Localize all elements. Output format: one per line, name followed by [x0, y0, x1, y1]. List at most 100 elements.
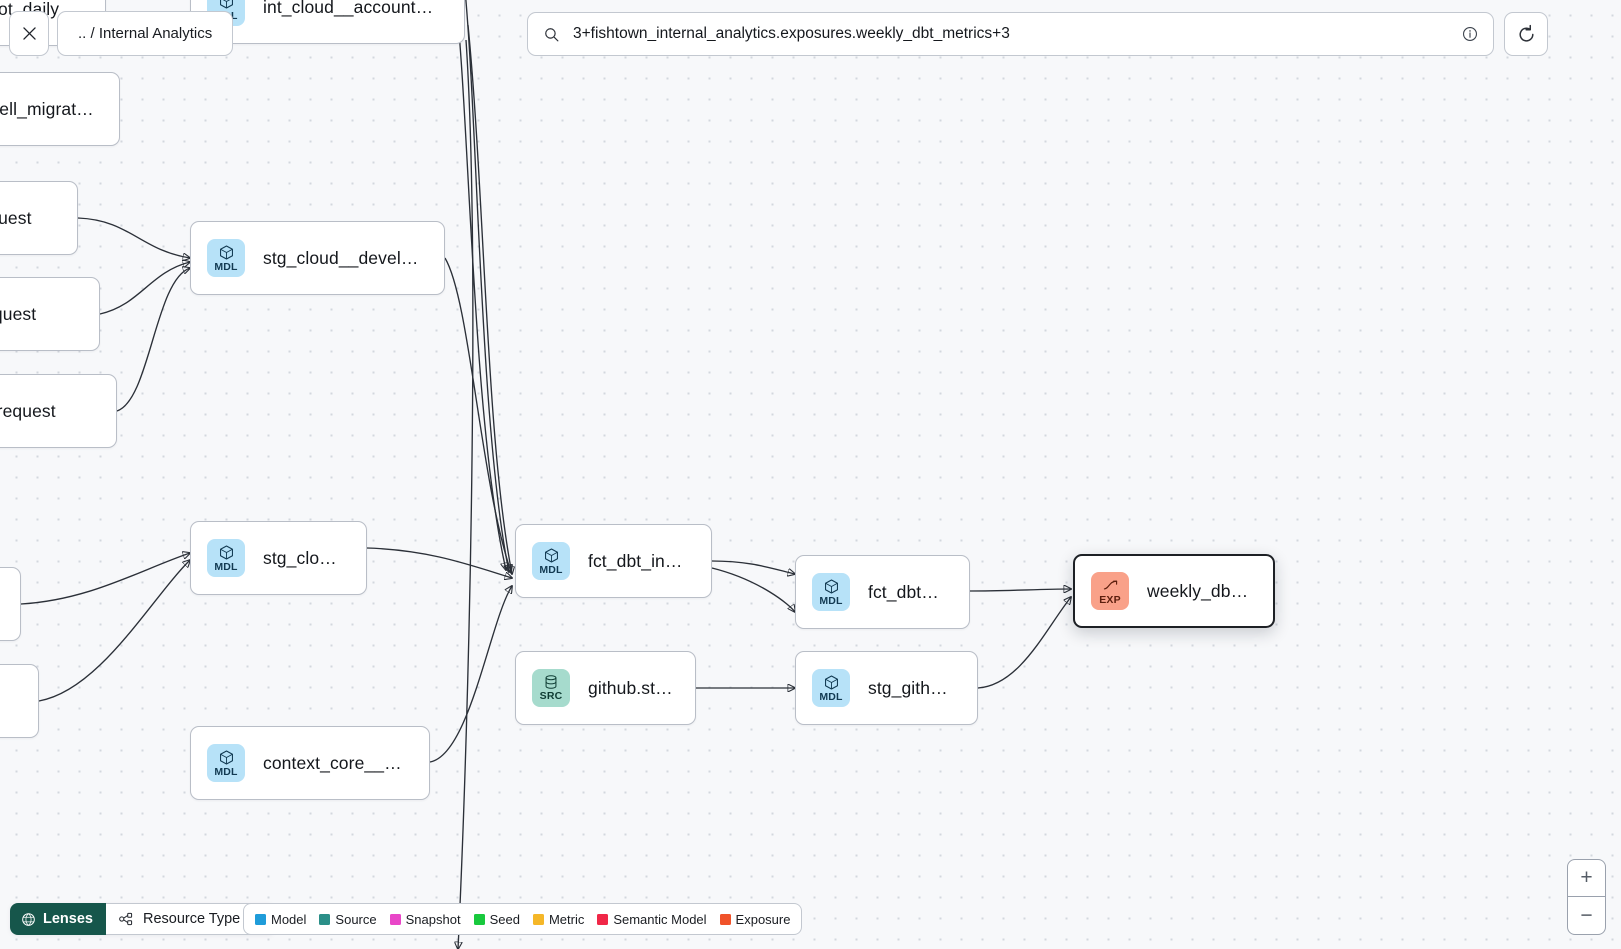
graph-node[interactable]: velop_request [0, 277, 100, 351]
refresh-icon [1519, 24, 1534, 42]
legend-swatch [597, 913, 609, 925]
lineage-edge [467, 24, 512, 574]
lineage-edge [455, 0, 506, 570]
node-label: stg_github__stars [868, 677, 955, 698]
legend-swatch [255, 913, 266, 925]
node-label: fct_dbt_projects [868, 581, 947, 602]
graph-node[interactable]: MDL stg_cloud__runs [190, 521, 367, 595]
node-label: int_cloud__account_plan_history [263, 0, 442, 17]
node-label: velop_request [0, 303, 37, 324]
node-label: stg_cloud__runs [263, 547, 344, 568]
graph-node[interactable]: multicell_migrat… [0, 72, 120, 146]
node-label: stg_cloud__develop_requests [263, 247, 422, 268]
legend-item[interactable]: Metric [532, 911, 585, 927]
mdl-badge-icon: MDL [532, 542, 570, 580]
legend-swatch [719, 913, 731, 925]
lineage-edge [711, 560, 795, 574]
close-button[interactable] [9, 11, 49, 56]
nodes-icon [119, 912, 133, 926]
lineage-edge [116, 268, 190, 412]
resource-type-legend: Model Source Snapshot Seed Metric Semantic Mo… [243, 903, 803, 935]
graph-node[interactable]: MDL fct_dbt_projects [795, 555, 970, 629]
exp-badge-icon: EXP [1091, 572, 1129, 610]
lineage-edge [977, 597, 1071, 689]
breadcrumb-label: .. / Internal Analytics [78, 25, 213, 42]
node-label: github.stargazers [588, 677, 673, 698]
node-label: multicell_migrat… [0, 98, 94, 119]
badge-text: MDL [214, 260, 238, 273]
legend-label: Model [271, 911, 307, 927]
lineage-edge [458, 39, 474, 949]
legend-swatch [532, 913, 544, 925]
lenses-toolbar: Lenses Resource Type [10, 903, 276, 935]
mdl-badge-icon: MDL [207, 744, 245, 782]
node-label: op_request [0, 207, 32, 228]
mdl-badge-icon: MDL [812, 669, 850, 707]
lineage-edge [38, 560, 190, 702]
mdl-badge-icon: MDL [207, 239, 245, 277]
legend-item[interactable]: Seed [473, 911, 520, 927]
search-icon [545, 27, 559, 41]
legend-swatch [319, 913, 331, 925]
legend-item[interactable]: Semantic Model [597, 912, 707, 927]
graph-node[interactable]: MDL stg_cloud__develop_requests [190, 221, 445, 295]
legend-item[interactable]: Model [255, 912, 306, 927]
legend-label: Exposure [735, 911, 791, 927]
badge-text: MDL [819, 690, 843, 703]
src-badge-icon: SRC [532, 669, 570, 707]
node-label: context_core__rpc_request [263, 752, 407, 773]
lineage-edge [969, 589, 1071, 591]
legend-swatch [389, 913, 401, 925]
graph-node[interactable]: MDL stg_github__stars [795, 651, 978, 725]
badge-text: MDL [539, 563, 563, 576]
search-bar[interactable]: 3+fishtown_internal_analytics.exposures.… [527, 12, 1494, 56]
zoom-controls: + − [1567, 859, 1606, 935]
lenses-label: Lenses [43, 911, 93, 927]
badge-text: SRC [539, 690, 563, 703]
node-label: weekly_dbt_metrics [1147, 580, 1251, 601]
lineage-edge [711, 567, 795, 612]
mdl-badge-icon: MDL [812, 573, 850, 611]
zoom-in-button[interactable]: + [1568, 860, 1605, 897]
lenses-button[interactable]: Lenses [10, 903, 106, 935]
legend-label: Metric [548, 911, 585, 927]
badge-text: EXP [1099, 593, 1121, 606]
badge-text: MDL [819, 594, 843, 607]
graph-node[interactable]: EXP weekly_dbt_metrics [1073, 554, 1275, 628]
graph-node[interactable]: .run [0, 664, 39, 738]
lineage-edge [99, 262, 190, 315]
graph-node[interactable]: op_request [0, 181, 78, 255]
graph-node[interactable]: SRC github.stargazers [515, 651, 696, 725]
lineage-edge [20, 553, 190, 605]
graph-node[interactable]: _develop_request [0, 374, 117, 448]
graph-node[interactable]: n [0, 567, 21, 641]
refresh-button[interactable] [1504, 12, 1548, 56]
breadcrumb[interactable]: .. / Internal Analytics [57, 11, 234, 56]
legend-item[interactable]: Snapshot [389, 911, 461, 927]
lens-icon [22, 912, 35, 926]
legend-item[interactable]: Exposure [719, 911, 791, 927]
badge-text: MDL [214, 765, 238, 778]
legend-swatch [473, 913, 485, 925]
search-input[interactable]: 3+fishtown_internal_analytics.exposures.… [573, 25, 1010, 42]
lineage-edge [444, 257, 511, 572]
zoom-out-button[interactable]: − [1580, 903, 1593, 927]
graph-node[interactable]: MDL context_core__rpc_request [190, 726, 430, 800]
badge-text: MDL [214, 560, 238, 573]
lineage-edge [77, 217, 190, 258]
legend-label: Snapshot [405, 911, 461, 927]
legend-item[interactable]: Source [319, 911, 377, 927]
lineage-edge [465, 0, 509, 572]
close-icon [22, 27, 36, 40]
info-icon[interactable] [1461, 25, 1479, 43]
lineage-edge [429, 586, 512, 763]
resource-type-label: Resource Type [142, 911, 241, 927]
lineage-edge [366, 547, 512, 578]
legend-label: Source [335, 911, 377, 927]
node-label: _develop_request [0, 400, 56, 421]
legend-label: Seed [489, 911, 520, 927]
mdl-badge-icon: MDL [207, 539, 245, 577]
